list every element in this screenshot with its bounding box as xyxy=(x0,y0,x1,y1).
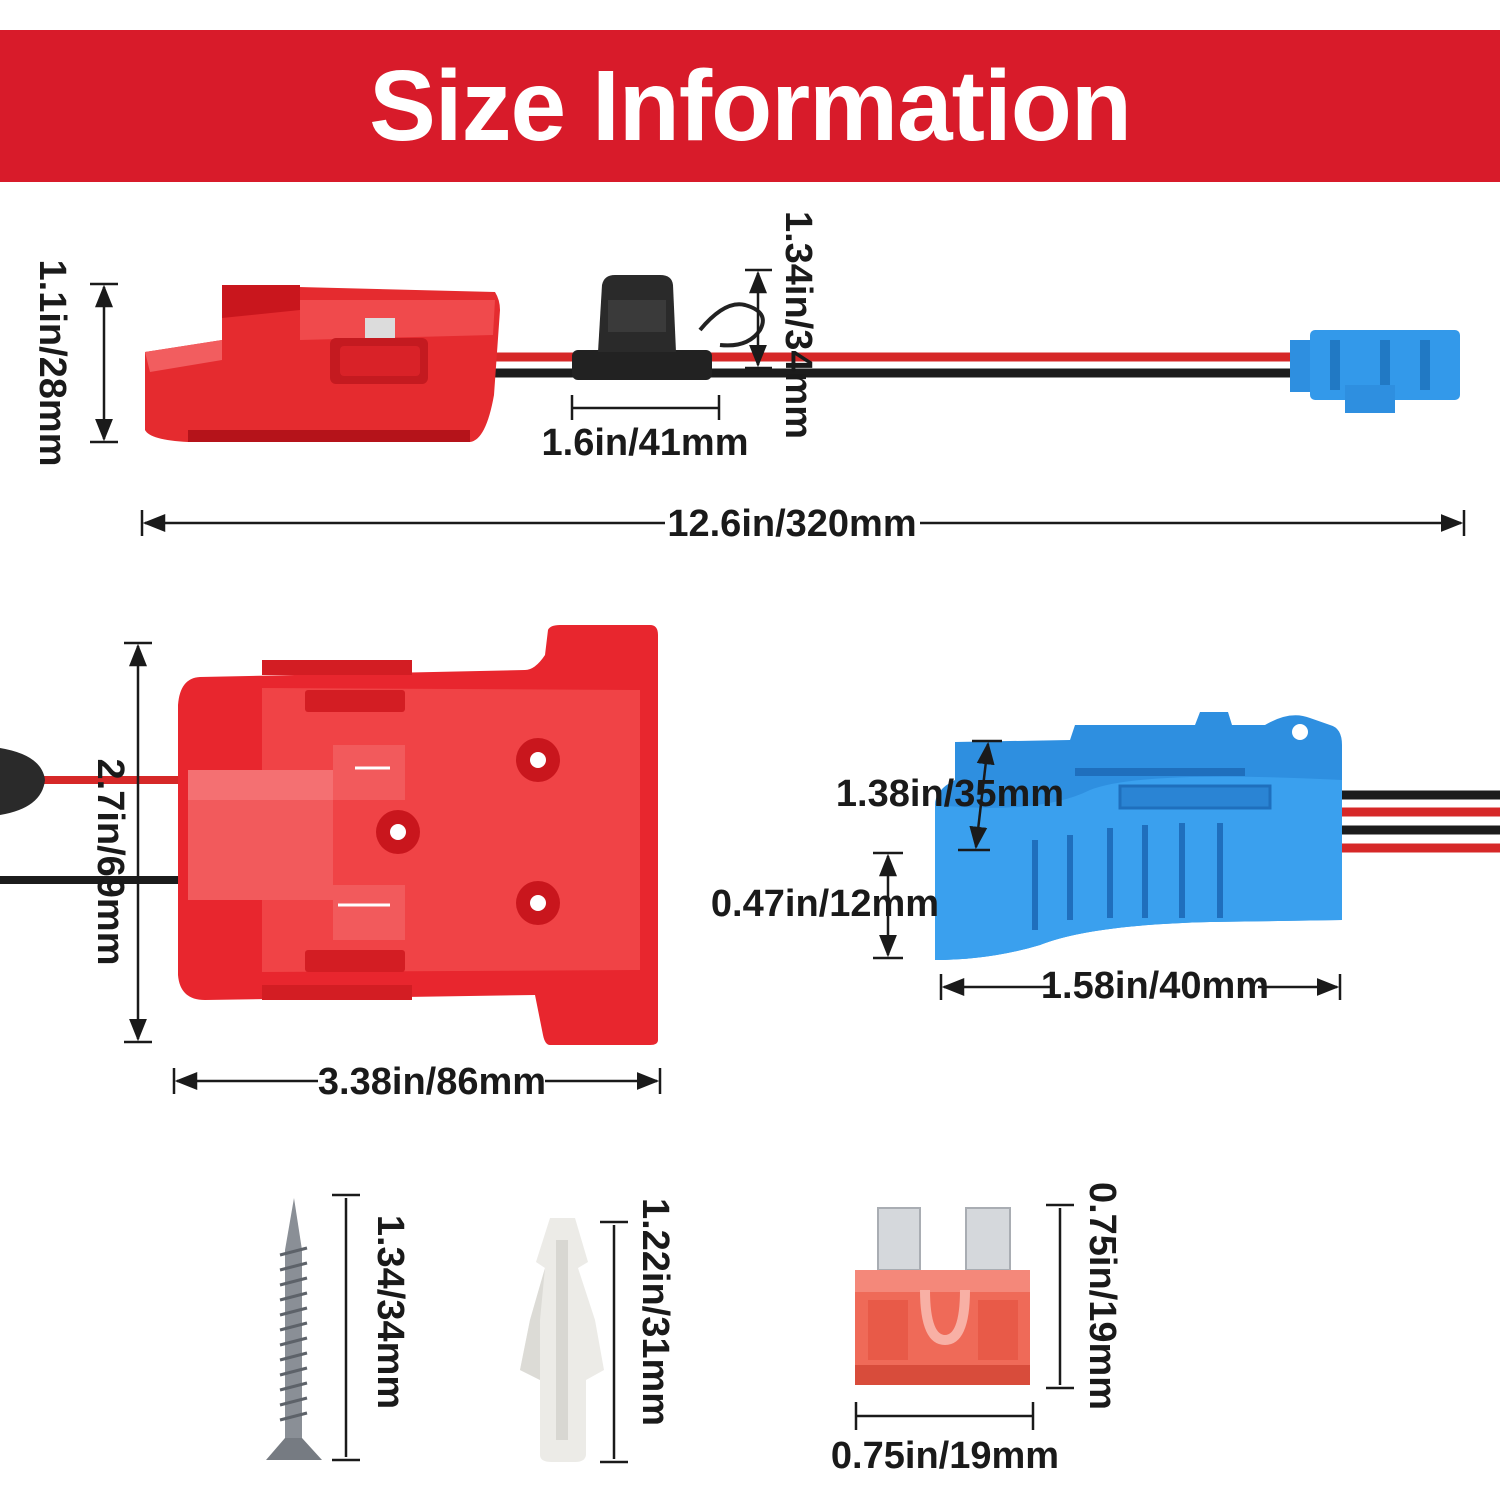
title-banner: Size Information xyxy=(0,30,1500,182)
label-connector-height: 0.47in/12mm xyxy=(711,883,939,925)
label-connector-width: 1.58in/40mm xyxy=(1041,965,1269,1007)
battery-adapter-top-icon xyxy=(178,625,658,1045)
label-fuse-holder-height: 1.34in/34mm xyxy=(777,211,819,439)
label-adapter-height: 1.1in/28mm xyxy=(31,260,73,467)
page-title: Size Information xyxy=(369,49,1132,162)
blade-fuse-icon xyxy=(855,1207,1030,1385)
battery-adapter-icon xyxy=(145,285,500,442)
label-fuse-holder-width: 1.6in/41mm xyxy=(542,422,749,464)
dim-connector-height: 0.47in/12mm xyxy=(711,851,939,960)
label-fuse-width: 0.75in/19mm xyxy=(831,1435,1059,1477)
screw-icon xyxy=(266,1198,322,1460)
label-adapter-width: 3.38in/86mm xyxy=(318,1061,546,1103)
label-fuse-height: 0.75in/19mm xyxy=(1081,1182,1123,1410)
blue-connector-top-icon xyxy=(1290,330,1460,413)
dim-connector-slot: 1.38in/35mm xyxy=(836,739,1064,852)
label-anchor-length: 1.22in/31mm xyxy=(634,1198,676,1426)
dim-anchor-length: 1.22in/31mm xyxy=(600,1198,676,1464)
dim-fuse-height: 0.75in/19mm xyxy=(1046,1182,1123,1410)
wall-anchor-icon xyxy=(520,1218,604,1462)
label-adapter-length: 2.7in/69mm xyxy=(89,759,131,966)
dim-fuse-holder-width: 1.6in/41mm xyxy=(542,395,749,464)
dim-screw-length: 1.34/34mm xyxy=(332,1193,411,1462)
dim-adapter-height: 1.1in/28mm xyxy=(31,260,118,467)
label-connector-slot: 1.38in/35mm xyxy=(836,773,1064,815)
dim-total-length: 12.6in/320mm xyxy=(140,503,1466,545)
label-total-length: 12.6in/320mm xyxy=(667,503,916,545)
dim-fuse-holder-height: 1.34in/34mm xyxy=(745,211,819,439)
blue-connector-icon xyxy=(935,712,1500,960)
dim-adapter-width: 3.38in/86mm xyxy=(172,1061,662,1103)
label-screw-length: 1.34/34mm xyxy=(369,1215,411,1409)
fuse-holder-icon xyxy=(572,275,765,380)
dim-fuse-width: 0.75in/19mm xyxy=(831,1402,1059,1477)
cable-wires-middle xyxy=(0,748,190,884)
dim-connector-width: 1.58in/40mm xyxy=(939,965,1342,1007)
dim-adapter-length: 2.7in/69mm xyxy=(89,641,152,1044)
